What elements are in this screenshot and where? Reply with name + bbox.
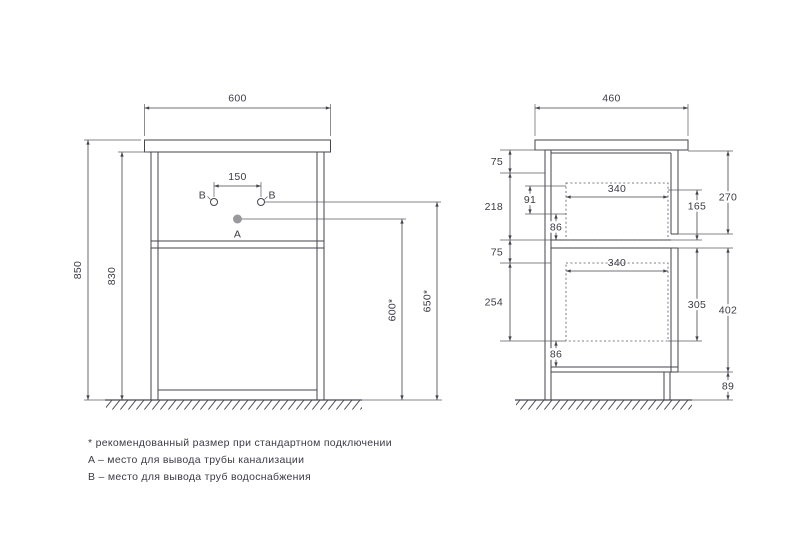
side-cabinet-outline xyxy=(534,139,689,400)
dim-side-lower-front-height-label: 402 xyxy=(719,305,737,317)
marker-b-left-label: B xyxy=(199,190,206,202)
dim-front-width-label: 600 xyxy=(228,93,246,105)
marker-a-label: A xyxy=(234,229,241,241)
side-drawer-boxes xyxy=(565,182,669,342)
dim-side-upper-gap-label: 86 xyxy=(550,222,562,234)
dim-front-height-body-label: 830 xyxy=(106,267,118,285)
dim-front-b-level-label: 650* xyxy=(422,290,434,313)
dim-side-drawer-width-upper-label: 340 xyxy=(608,183,626,195)
front-floor xyxy=(105,399,362,410)
dim-front-a-level-label: 600* xyxy=(387,299,399,322)
marker-a-point xyxy=(233,214,242,224)
dim-side-lower-gap-label: 86 xyxy=(550,349,562,361)
dim-side-lower-drawer-height-label: 305 xyxy=(688,299,706,311)
dim-side-upper-front-height-label: 270 xyxy=(719,192,737,204)
dim-side-top-inset-label: 75 xyxy=(491,156,503,168)
dim-front-b-spacing-label: 150 xyxy=(228,171,246,183)
front-cabinet-outline xyxy=(144,139,331,400)
dim-side-upper-drawer-height-label: 165 xyxy=(688,201,706,213)
note-a: A – место для вывода трубы канализации xyxy=(88,454,304,466)
lower-drawer-box xyxy=(565,262,669,342)
marker-b-point-right xyxy=(257,198,265,206)
dim-side-upper-zone-label: 218 xyxy=(485,201,503,213)
marker-b-point-left xyxy=(210,198,218,206)
dim-side-upper-inner-label: 91 xyxy=(524,194,536,206)
side-dimension-lines xyxy=(508,106,730,400)
dim-front-height-total-label: 850 xyxy=(72,261,84,279)
dim-side-mid-inset-label: 75 xyxy=(491,247,503,259)
note-asterisk: * рекомендованный размер при стандартном… xyxy=(88,437,392,449)
side-view: 460 75 218 75 254 91 86 86 340 340 165 2… xyxy=(485,93,740,410)
side-label-halos xyxy=(521,191,740,392)
side-floor-hatching xyxy=(516,400,692,410)
marker-b-right-label: B xyxy=(269,190,276,202)
front-connection-markers xyxy=(207,196,268,224)
dim-side-depth-label: 460 xyxy=(602,93,620,105)
dim-side-lower-zone-label: 254 xyxy=(485,297,503,309)
dim-side-floor-gap-label: 89 xyxy=(722,381,734,393)
note-b: B – место для вывода труб водоснабжения xyxy=(88,471,311,483)
dim-side-drawer-width-lower-label: 340 xyxy=(608,257,626,269)
front-view: 600 850 830 150 600* 650* B B A xyxy=(72,93,442,410)
front-floor-hatching xyxy=(106,400,362,410)
notes: * рекомендованный размер при стандартном… xyxy=(88,437,392,483)
front-dimension-lines xyxy=(86,106,439,400)
side-floor xyxy=(515,399,692,410)
